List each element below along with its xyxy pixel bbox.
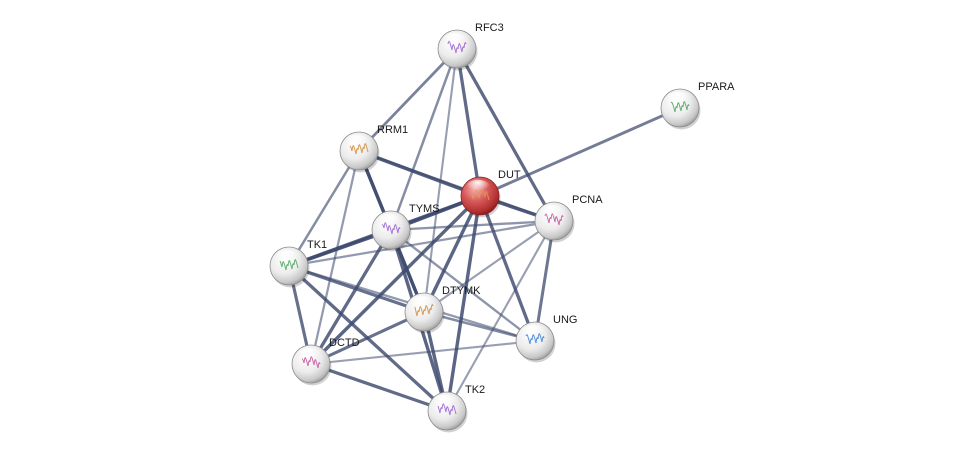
node-highlight xyxy=(275,249,299,265)
edge-dut-ung[interactable] xyxy=(478,194,537,343)
edge-tyms-dctd[interactable] xyxy=(309,228,393,366)
node-label-pcna: PCNA xyxy=(572,194,603,206)
edge-dctd-tk2[interactable] xyxy=(309,362,449,413)
node-label-tyms: TYMS xyxy=(409,203,440,215)
node-label-dtymk: DTYMK xyxy=(442,285,481,297)
edges-layer xyxy=(287,47,682,413)
node-highlight xyxy=(666,91,690,107)
node-tk1[interactable]: TK1 xyxy=(269,239,327,288)
node-label-tk2: TK2 xyxy=(465,384,485,396)
node-dut[interactable]: DUT xyxy=(460,169,521,218)
edge-pcna-dtymk[interactable] xyxy=(422,219,556,314)
edge-pcna-ung[interactable] xyxy=(533,219,556,343)
edge-rfc3-rrm1[interactable] xyxy=(357,47,459,153)
edge-rfc3-tyms[interactable] xyxy=(389,47,459,232)
node-highlight xyxy=(345,134,369,150)
edge-dctd-ung[interactable] xyxy=(309,339,537,366)
node-label-dctd: DCTD xyxy=(329,337,360,349)
node-label-dut: DUT xyxy=(498,169,521,181)
node-ung[interactable]: UNG xyxy=(515,314,577,363)
edge-rrm1-pcna[interactable] xyxy=(357,149,556,223)
edge-dut-dtymk[interactable] xyxy=(422,194,482,314)
edge-tyms-pcna[interactable] xyxy=(389,219,556,232)
node-rfc3[interactable]: RFC3 xyxy=(437,22,504,71)
edge-rfc3-pcna[interactable] xyxy=(455,47,556,223)
node-dtymk[interactable]: DTYMK xyxy=(404,285,481,334)
node-highlight xyxy=(540,204,564,220)
node-ppara[interactable]: PPARA xyxy=(660,81,735,130)
edge-rrm1-tk1[interactable] xyxy=(287,149,361,268)
node-tyms[interactable]: TYMS xyxy=(371,203,440,252)
node-highlight xyxy=(410,295,434,311)
edge-dtymk-dctd[interactable] xyxy=(309,310,426,366)
node-highlight xyxy=(377,213,401,229)
protein-structure-icon xyxy=(670,101,690,113)
node-dctd[interactable]: DCTD xyxy=(291,337,360,386)
protein-structure-icon xyxy=(525,333,545,345)
node-highlight xyxy=(297,347,321,363)
node-pcna[interactable]: PCNA xyxy=(534,194,603,243)
edge-dut-rfc3[interactable] xyxy=(455,47,482,198)
node-highlight xyxy=(443,32,467,48)
node-label-tk1: TK1 xyxy=(307,239,327,251)
edge-dut-ppara[interactable] xyxy=(478,106,682,198)
node-label-ppara: PPARA xyxy=(698,81,735,93)
node-label-ung: UNG xyxy=(553,314,577,326)
node-label-rfc3: RFC3 xyxy=(475,22,504,34)
node-highlight xyxy=(466,179,490,195)
node-highlight xyxy=(521,324,545,340)
edge-dut-tk2[interactable] xyxy=(445,194,482,413)
edge-pcna-tk2[interactable] xyxy=(445,219,556,413)
edge-tk1-pcna[interactable] xyxy=(287,219,556,268)
edge-dut-dctd[interactable] xyxy=(309,194,482,366)
node-label-rrm1: RRM1 xyxy=(377,124,408,136)
node-rrm1[interactable]: RRM1 xyxy=(339,124,408,173)
node-highlight xyxy=(433,394,457,410)
node-tk2[interactable]: TK2 xyxy=(427,384,485,433)
